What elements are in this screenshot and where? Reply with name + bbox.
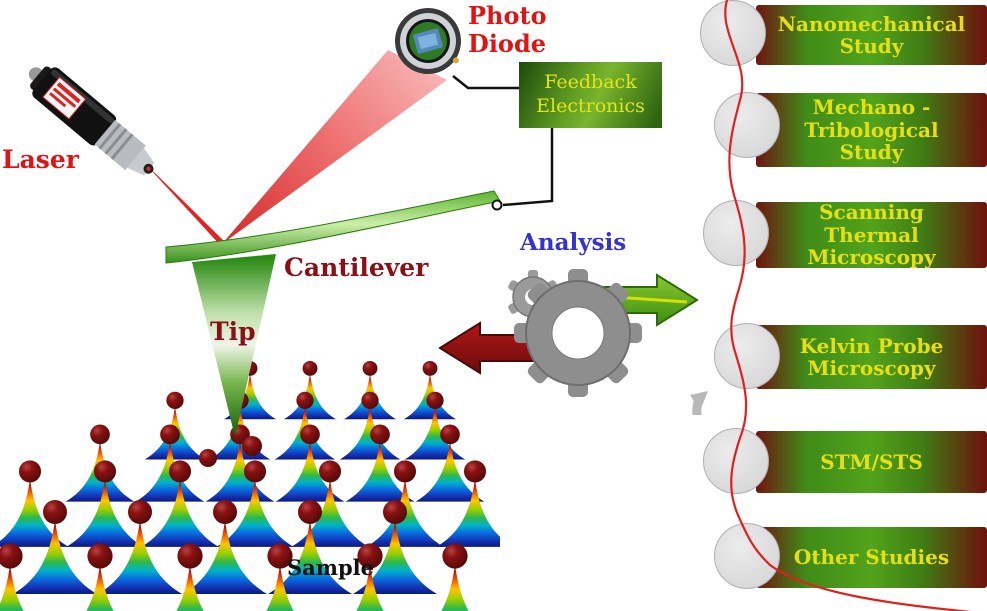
study-banner: Scanning Thermal Microscopy (756, 200, 987, 270)
small-gear-icon (508, 270, 558, 324)
analysis-label: Analysis (520, 229, 627, 256)
feedback-electronics-box: Feedback Electronics (519, 62, 662, 128)
study-label: Kelvin Probe Microscopy (799, 333, 944, 380)
study-banner: Other Studies (756, 527, 987, 588)
study-node-circle (714, 92, 780, 158)
laser-beam (149, 168, 228, 246)
reflected-beam (222, 50, 447, 244)
gear-icon (514, 269, 708, 415)
study-banner: Mechano -Tribological Study (756, 93, 987, 167)
study-label: STM/STS (820, 449, 923, 474)
study-label: Scanning Thermal Microscopy (807, 200, 936, 270)
back-arrow (438, 321, 538, 375)
photodiode (395, 8, 461, 74)
photo-diode-label: Photo Diode (468, 1, 547, 58)
sample-label: Sample (287, 555, 375, 580)
feedback-label-line1: Feedback (544, 71, 637, 94)
study-banner: Kelvin Probe Microscopy (756, 325, 987, 389)
study-banner: Nanomechanical Study (756, 5, 987, 65)
photodiode-wire (452, 75, 519, 90)
study-node-circle (714, 523, 780, 589)
wire-terminal (491, 199, 503, 211)
tip-label: Tip (210, 317, 256, 346)
study-node-circle (703, 200, 769, 266)
study-connector-line (724, 0, 972, 611)
cantilever-label: Cantilever (284, 253, 429, 282)
feedback-wire (502, 128, 554, 207)
study-label: Other Studies (793, 545, 950, 570)
analysis-graphic (438, 269, 708, 415)
laser-label: Laser (2, 145, 79, 174)
study-label: Mechano -Tribological Study (804, 95, 939, 165)
forward-arrow (594, 273, 699, 327)
study-banner: STM/STS (756, 431, 987, 493)
sample-atom (242, 436, 262, 456)
sample-atom (199, 449, 217, 467)
study-node-circle (700, 0, 766, 66)
sample-surface (0, 360, 500, 611)
study-node-circle (714, 323, 780, 389)
study-node-circle (703, 428, 769, 494)
feedback-label-line2: Electronics (536, 95, 645, 117)
study-label: Nanomechanical Study (777, 11, 966, 58)
